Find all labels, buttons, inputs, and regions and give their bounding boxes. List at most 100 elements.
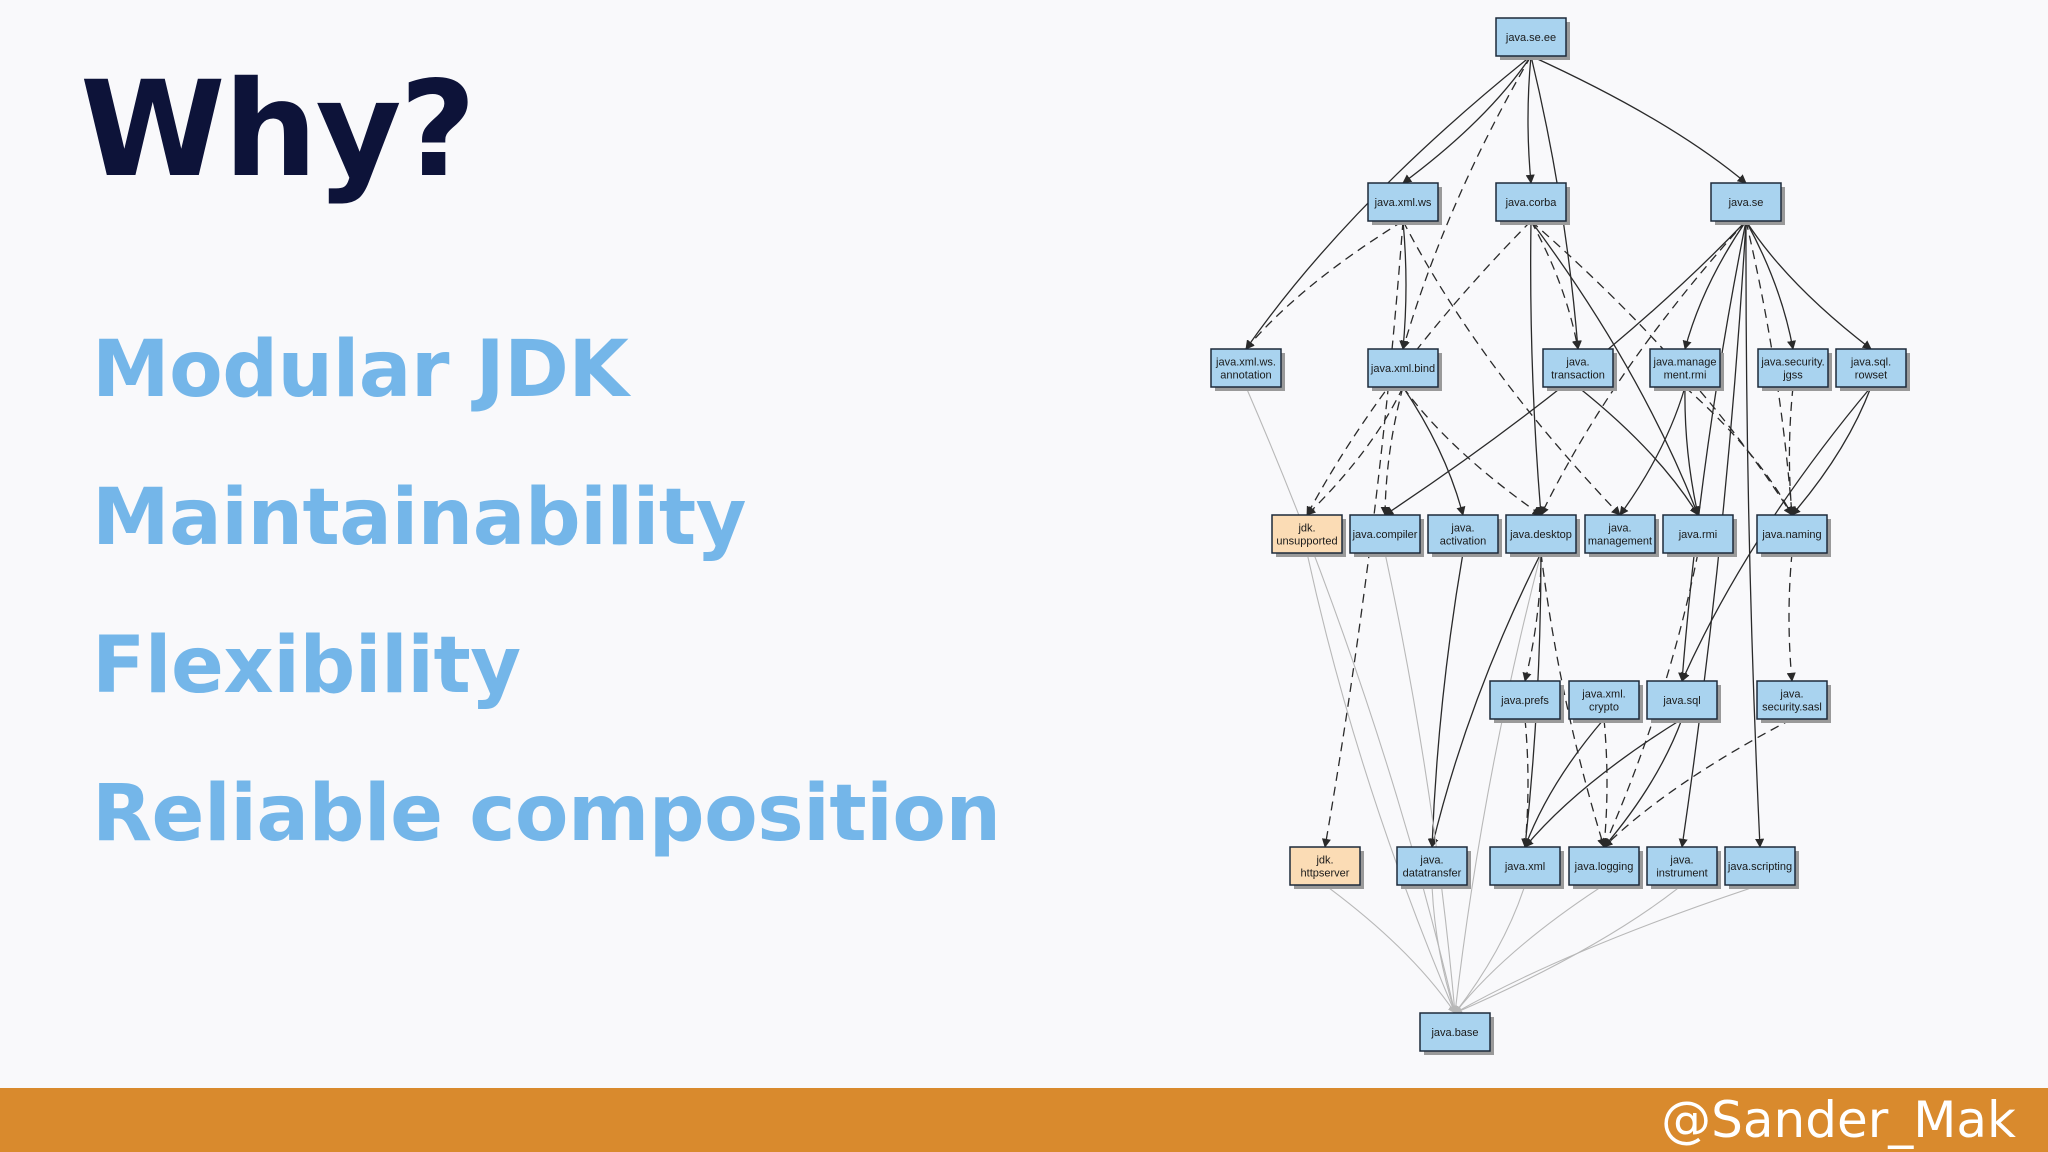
node-label-line: java.security. — [1760, 357, 1824, 369]
module-node-java-security-sasl: java.security.sasl — [1756, 680, 1831, 723]
node-label-line: java.compiler — [1352, 529, 1418, 541]
module-node-java-logging: java.logging — [1568, 846, 1643, 889]
node-box — [1427, 514, 1499, 554]
node-box — [1289, 846, 1361, 886]
edge-java-security-jgss-to-java-naming — [1786, 386, 1796, 516]
edge-java-se-to-java-desktop — [1540, 220, 1747, 516]
edge-java-naming-to-java-security-sasl — [1786, 552, 1796, 682]
edge-java-xml-ws-to-java-xml-ws-annotation — [1245, 220, 1404, 350]
node-label-line: jdk. — [1315, 855, 1333, 867]
module-node-java-transaction: java.transaction — [1542, 348, 1617, 391]
node-label-line: java.prefs — [1500, 695, 1549, 707]
node-box — [1835, 348, 1907, 388]
node-label-line: management — [1588, 536, 1652, 548]
edge-java-sql-rowset-to-java-naming — [1791, 386, 1872, 516]
node-box — [1396, 846, 1468, 886]
edge-java-corba-to-java-naming — [1530, 220, 1793, 516]
edge-java-se-to-java-sql — [1678, 220, 1747, 682]
edge-java-xml-ws-to-java-xml-bind — [1399, 220, 1409, 350]
module-node-java-sql: java.sql — [1646, 680, 1721, 723]
node-label-line: java.logging — [1574, 861, 1634, 873]
edge-java-prefs-to-java-xml — [1521, 718, 1531, 848]
author-handle: @Sander_Mak — [1661, 1091, 2016, 1149]
edge-java-xml-bind-to-java-desktop — [1402, 386, 1542, 516]
edge-java-corba-to-java-desktop — [1530, 220, 1545, 516]
node-label-line: instrument — [1656, 868, 1707, 880]
edge-java-xml-bind-to-java-compiler — [1380, 386, 1404, 516]
node-label-line: java.xml.ws — [1374, 197, 1432, 209]
node-label-line: java.sql — [1662, 695, 1700, 707]
node-label-line: java. — [1607, 523, 1631, 535]
node-box — [1757, 348, 1829, 388]
node-label-line: java.xml — [1504, 861, 1545, 873]
module-node-java-xml-ws: java.xml.ws — [1367, 182, 1442, 225]
module-node-java-management: java.management — [1584, 514, 1659, 557]
edge-java-desktop-to-java-prefs — [1522, 552, 1542, 682]
module-node-java-security-jgss: java.security.jgss — [1757, 348, 1832, 391]
node-box — [1419, 1012, 1491, 1052]
edge-java-xml-bind-to-jdk-unsupported — [1306, 386, 1404, 516]
node-label-line: activation — [1440, 536, 1486, 548]
node-label-line: java. — [1779, 689, 1803, 701]
edge-java-xml-crypto-to-java-logging — [1600, 718, 1610, 848]
edge-java-se-ee-to-java-xml-ws — [1402, 55, 1532, 184]
node-label-line: java.rmi — [1678, 529, 1718, 541]
bullet-maintainability: Maintainability — [92, 473, 747, 563]
node-label-line: java.xml. — [1581, 689, 1625, 701]
node-box — [1505, 514, 1577, 554]
edge-java-management-rmi-to-java-management — [1619, 386, 1686, 516]
edge-java-se-to-java-management-rmi — [1682, 220, 1747, 350]
module-node-java-scripting: java.scripting — [1724, 846, 1799, 889]
edge-java-se-ee-to-java-se — [1530, 55, 1747, 184]
node-box — [1489, 680, 1561, 720]
node-label-line: jdk. — [1297, 523, 1315, 535]
edge-java-xml-ws-annotation-to-java-base — [1245, 386, 1458, 1014]
module-node-java-desktop: java.desktop — [1505, 514, 1580, 557]
bullet-flexibility: Flexibility — [92, 621, 521, 711]
bullet-modular-jdk: Modular JDK — [92, 325, 629, 415]
edge-java-sql-to-java-xml — [1524, 718, 1683, 848]
edge-java-se-to-java-security-jgss — [1745, 220, 1796, 350]
edge-java-management-rmi-to-java-naming — [1684, 386, 1793, 516]
node-label-line: httpserver — [1301, 868, 1350, 880]
edge-java-xml-ws-to-jdk-httpserver — [1321, 220, 1404, 848]
node-box — [1756, 514, 1828, 554]
node-label-line: java. — [1450, 523, 1474, 535]
module-node-java-sql-rowset: java.sql.rowset — [1835, 348, 1910, 391]
module-node-java-corba: java.corba — [1495, 182, 1570, 225]
node-box — [1367, 348, 1439, 388]
module-node-java-instrument: java.instrument — [1646, 846, 1721, 889]
node-box — [1568, 680, 1640, 720]
slide-title: Why? — [80, 53, 476, 207]
node-label-line: java.desktop — [1509, 529, 1572, 541]
edge-java-logging-to-java-base — [1454, 884, 1605, 1014]
node-label-line: java.sql. — [1850, 357, 1891, 369]
module-node-java-activation: java.activation — [1427, 514, 1502, 557]
node-box — [1662, 514, 1734, 554]
node-label-line: security.sasl — [1762, 702, 1822, 714]
module-node-java-base: java.base — [1419, 1012, 1494, 1055]
node-label-line: java.se — [1728, 197, 1764, 209]
edge-java-xml-bind-to-java-activation — [1402, 386, 1466, 516]
node-label-line: java.base — [1430, 1027, 1478, 1039]
node-label-line: jgss — [1782, 370, 1803, 382]
edge-java-corba-to-java-transaction — [1530, 220, 1581, 350]
edge-java-se-to-java-scripting — [1745, 220, 1765, 848]
node-label-line: crypto — [1589, 702, 1619, 714]
node-label-line: java.xml.bind — [1370, 363, 1435, 375]
node-label-line: ment.rmi — [1664, 370, 1707, 382]
module-node-java-rmi: java.rmi — [1662, 514, 1737, 557]
node-label-line: java.manage — [1653, 357, 1717, 369]
node-box — [1489, 846, 1561, 886]
edge-java-desktop-to-java-base — [1451, 552, 1542, 1014]
edge-java-se-to-java-sql-rowset — [1745, 220, 1872, 350]
edge-java-desktop-to-java-datatransfer — [1429, 552, 1542, 848]
node-label-line: datatransfer — [1403, 868, 1462, 880]
bullet-reliable-composition: Reliable composition — [92, 769, 1001, 859]
node-box — [1495, 182, 1567, 222]
edge-java-scripting-to-java-base — [1454, 884, 1761, 1014]
node-box — [1649, 348, 1721, 388]
node-box — [1495, 17, 1567, 57]
edge-java-activation-to-java-datatransfer — [1427, 552, 1464, 848]
